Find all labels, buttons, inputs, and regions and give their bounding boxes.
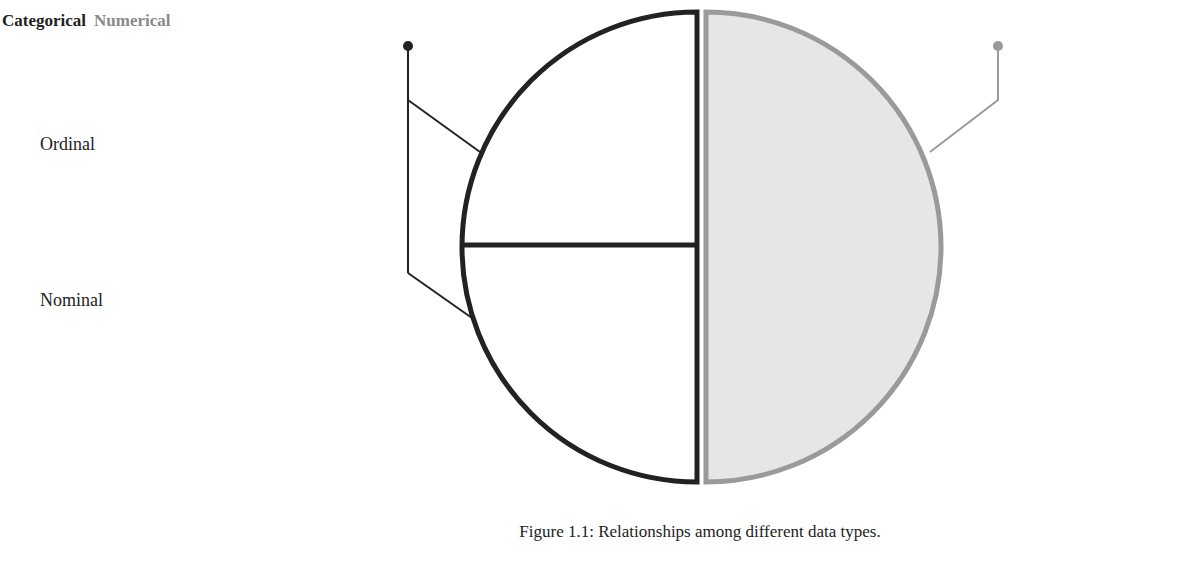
subtype-label: Nominal [40, 290, 103, 312]
divider-line [463, 243, 697, 248]
numerical-half [706, 12, 941, 482]
leader-dot [403, 41, 413, 51]
leader-dot [993, 41, 1003, 51]
categorical-half [462, 12, 697, 482]
numerical-leader [930, 46, 998, 152]
categorical-leader [408, 46, 480, 318]
category-heading: Numerical [94, 11, 170, 31]
subtype-label: Ordinal [40, 134, 95, 156]
figure-caption: Figure 1.1: Relationships among differen… [519, 522, 880, 542]
category-heading: Categorical [2, 11, 86, 31]
